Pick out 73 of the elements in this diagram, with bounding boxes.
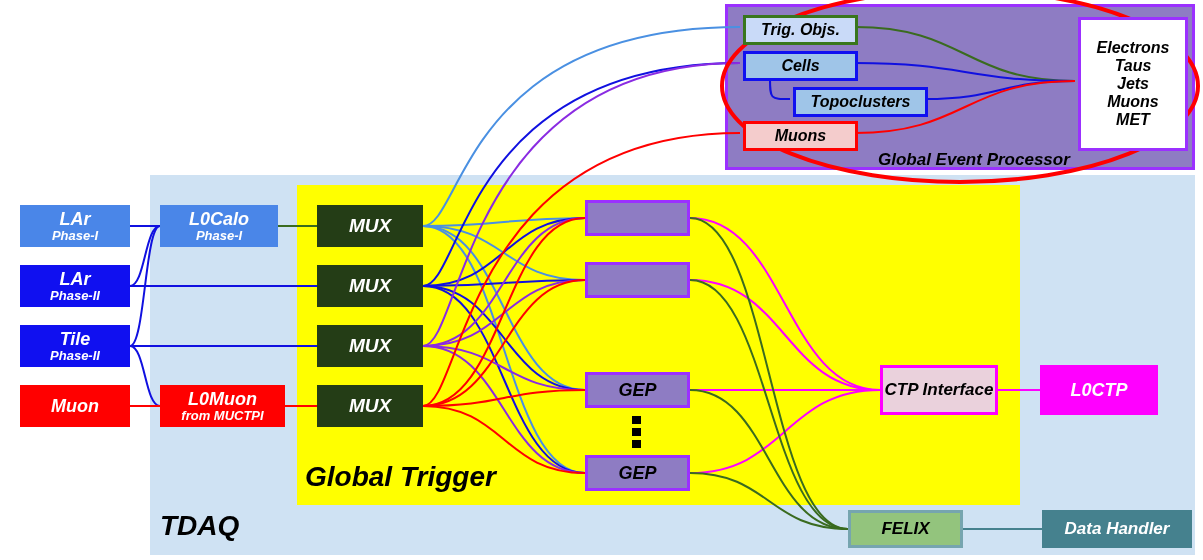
connector-line <box>689 472 849 530</box>
process-box <box>317 325 423 367</box>
box-label: MUX <box>348 335 392 357</box>
box-label: Jets <box>1117 75 1149 93</box>
box-label: MUX <box>348 395 392 417</box>
box-label: Muons <box>1107 92 1159 111</box>
box-label: L0Muon <box>188 388 257 409</box>
box-label: Topoclusters <box>810 93 911 111</box>
connector-line <box>284 405 318 407</box>
box-label: Muons <box>774 127 827 145</box>
region-panel <box>150 175 1195 555</box>
process-box <box>317 385 423 427</box>
connector-line <box>422 405 586 474</box>
process-box <box>20 325 130 367</box>
process-box <box>848 510 963 548</box>
box-label: GEP <box>618 462 657 484</box>
process-box <box>160 385 285 427</box>
process-box <box>20 385 130 427</box>
process-box <box>317 205 423 247</box>
region-title: Global Trigger <box>305 461 496 493</box>
process-box <box>743 15 858 45</box>
process-box <box>20 205 130 247</box>
box-label: Tile <box>59 328 91 349</box>
box-label: LAr <box>59 268 91 289</box>
box-sublabel: Phase-I <box>51 228 99 244</box>
process-box <box>743 51 858 81</box>
region-title: Global Event Processor <box>878 150 1070 170</box>
box-label: Taus <box>1114 57 1152 76</box>
process-box <box>160 205 278 247</box>
process-box <box>1042 510 1192 548</box>
box-label: Data Handler <box>1064 519 1170 539</box>
process-box <box>1078 17 1188 151</box>
connector-line <box>422 26 741 227</box>
connector-line <box>129 225 161 347</box>
box-label: GEP <box>618 379 657 401</box>
box-label: FELIX <box>881 519 930 539</box>
connector-line <box>129 345 318 347</box>
process-box <box>743 121 858 151</box>
box-sublabel: Phase-II <box>50 288 100 304</box>
connector-line <box>422 132 741 407</box>
process-box <box>585 372 690 408</box>
box-sublabel: Phase-II <box>50 348 100 364</box>
box-sublabel: Phase-I <box>195 228 243 244</box>
box-label: CTP Interface <box>884 380 994 400</box>
region-title: TDAQ <box>160 510 240 542</box>
box-sublabel: from MUCTPI <box>181 408 264 424</box>
connector-line <box>277 225 318 227</box>
connector-line <box>129 345 161 407</box>
box-label: Electrons <box>1096 39 1170 58</box>
box-label: MUX <box>348 215 392 237</box>
process-box <box>793 87 928 117</box>
box-label: Trig. Objs. <box>761 21 840 39</box>
empty-box <box>585 200 690 236</box>
empty-box <box>585 262 690 298</box>
process-box <box>880 365 998 415</box>
connector-line <box>962 528 1043 530</box>
process-box <box>20 265 130 307</box>
connector-line <box>129 285 318 287</box>
box-label: MUX <box>348 275 392 297</box>
box-label: L0CTP <box>1070 379 1128 401</box>
connector-line <box>129 225 161 227</box>
box-label: Cells <box>781 57 820 75</box>
process-box <box>317 265 423 307</box>
connector-line <box>997 389 1041 391</box>
process-box <box>585 455 690 491</box>
process-box <box>1040 365 1158 415</box>
box-label: L0Calo <box>189 208 249 229</box>
region-panel <box>297 185 1020 505</box>
connector-line <box>129 405 161 407</box>
box-label: Muon <box>51 395 99 417</box>
connector-line <box>422 62 741 347</box>
box-label: MET <box>1116 110 1150 129</box>
box-label: LAr <box>59 208 91 229</box>
